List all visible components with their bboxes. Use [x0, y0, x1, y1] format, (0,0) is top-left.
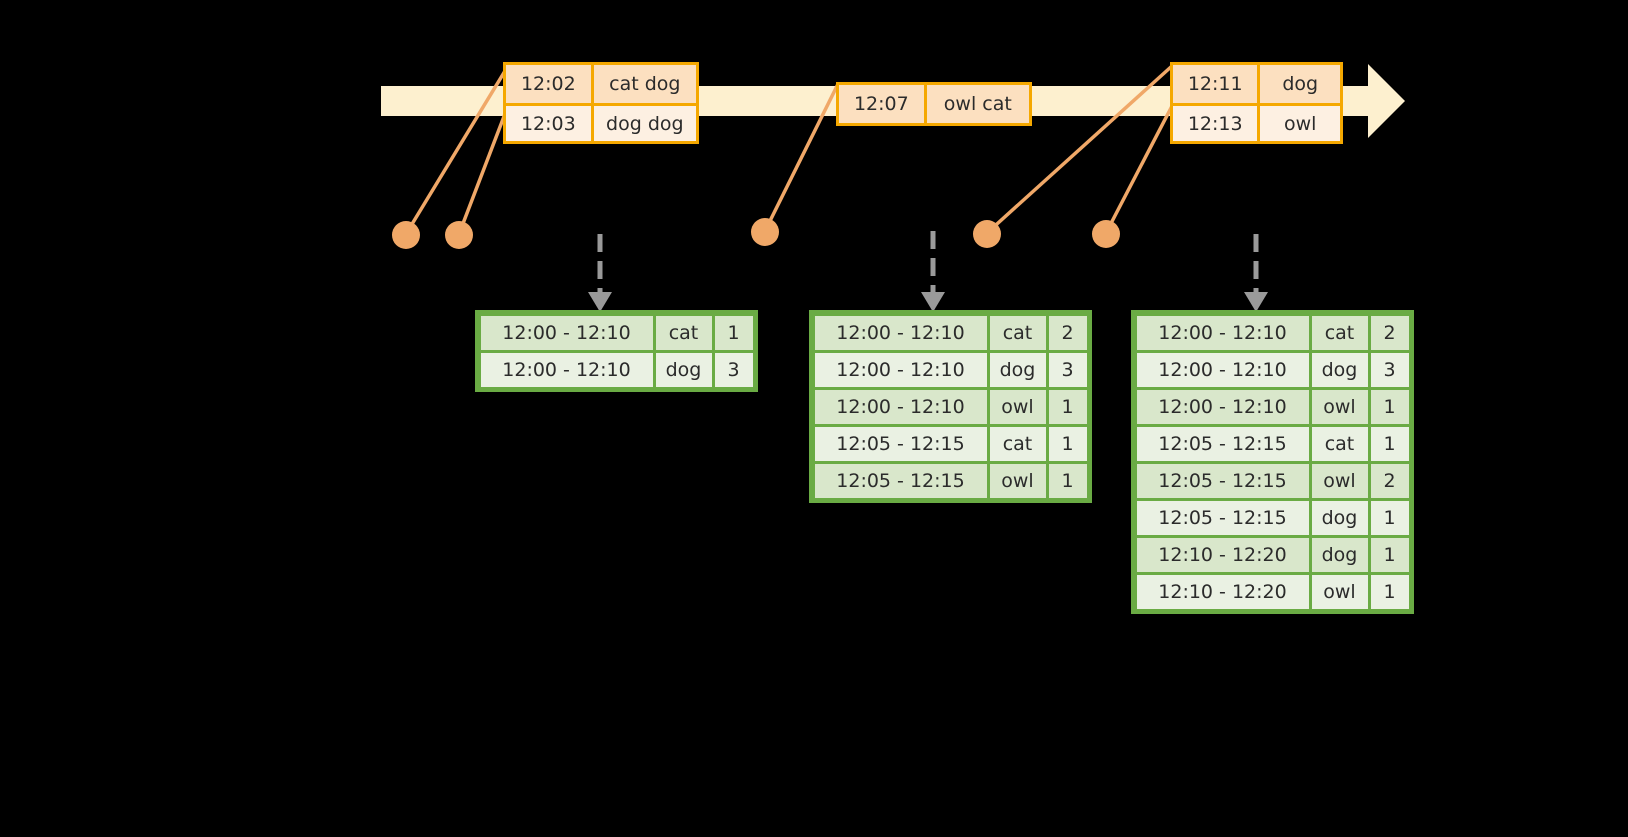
key-cell: owl	[1311, 389, 1368, 424]
event-dot-4	[973, 220, 1001, 248]
count-cell: 1	[714, 315, 753, 350]
event-time: 12:07	[839, 85, 924, 123]
dashed-arrow-head-3	[1244, 292, 1268, 312]
window-cell: 12:10 - 12:20	[1136, 537, 1309, 572]
event-dot-5	[1092, 220, 1120, 248]
event-value: dog dog	[590, 106, 696, 141]
key-cell: dog	[1311, 500, 1368, 535]
count-cell: 1	[1370, 500, 1409, 535]
event-value: cat dog	[590, 65, 696, 103]
count-cell: 3	[714, 352, 753, 387]
count-cell: 3	[1048, 352, 1087, 387]
window-cell: 12:00 - 12:10	[480, 315, 653, 350]
connector-line-1	[404, 65, 510, 235]
event-row[interactable]: 12:02 cat dog	[506, 65, 696, 103]
event-value: dog	[1257, 65, 1340, 103]
window-cell: 12:00 - 12:10	[814, 389, 987, 424]
event-row[interactable]: 12:11 dog	[1173, 65, 1340, 103]
connector-line-3	[763, 83, 840, 232]
window-cell: 12:00 - 12:10	[480, 352, 653, 387]
event-dot-1	[392, 221, 420, 249]
window-cell: 12:10 - 12:20	[1136, 574, 1309, 609]
window-cell: 12:05 - 12:15	[1136, 500, 1309, 535]
count-cell: 1	[1370, 389, 1409, 424]
event-time: 12:11	[1173, 65, 1258, 103]
count-cell: 1	[1048, 463, 1087, 498]
key-cell: cat	[1311, 315, 1368, 350]
key-cell: owl	[1311, 463, 1368, 498]
key-cell: dog	[1311, 537, 1368, 572]
key-cell: owl	[1311, 574, 1368, 609]
event-dot-3	[751, 218, 779, 246]
event-box-group-3[interactable]: 12:11 dog 12:13 owl	[1170, 62, 1343, 144]
count-cell: 2	[1370, 463, 1409, 498]
count-cell: 2	[1370, 315, 1409, 350]
dashed-arrow-head-2	[921, 292, 945, 312]
key-cell: cat	[655, 315, 712, 350]
event-row[interactable]: 12:07 owl cat	[839, 85, 1029, 123]
key-cell: dog	[1311, 352, 1368, 387]
key-cell: cat	[989, 315, 1046, 350]
event-time: 12:13	[1173, 106, 1258, 141]
event-row[interactable]: 12:13 owl	[1173, 103, 1340, 141]
count-cell: 1	[1370, 537, 1409, 572]
count-cell: 2	[1048, 315, 1087, 350]
key-cell: owl	[989, 463, 1046, 498]
key-cell: owl	[989, 389, 1046, 424]
connector-line-5	[1104, 105, 1174, 234]
event-time: 12:02	[506, 65, 591, 103]
timeline-arrowhead	[1368, 64, 1405, 138]
event-box-group-2[interactable]: 12:07 owl cat	[836, 82, 1032, 126]
dashed-arrow-head-1	[588, 292, 612, 312]
event-value: owl cat	[923, 85, 1029, 123]
window-cell: 12:00 - 12:10	[814, 352, 987, 387]
event-value: owl	[1257, 106, 1340, 141]
window-cell: 12:05 - 12:15	[814, 426, 987, 461]
event-time: 12:03	[506, 106, 591, 141]
count-cell: 3	[1370, 352, 1409, 387]
connector-line-2	[457, 105, 510, 235]
window-cell: 12:00 - 12:10	[1136, 352, 1309, 387]
key-cell: dog	[989, 352, 1046, 387]
count-cell: 1	[1048, 426, 1087, 461]
window-cell: 12:05 - 12:15	[1136, 463, 1309, 498]
count-cell: 1	[1048, 389, 1087, 424]
key-cell: cat	[1311, 426, 1368, 461]
event-dot-2	[445, 221, 473, 249]
event-row[interactable]: 12:03 dog dog	[506, 103, 696, 141]
window-cell: 12:00 - 12:10	[1136, 389, 1309, 424]
window-cell: 12:00 - 12:10	[814, 315, 987, 350]
key-cell: cat	[989, 426, 1046, 461]
event-box-group-1[interactable]: 12:02 cat dog 12:03 dog dog	[503, 62, 699, 144]
window-cell: 12:00 - 12:10	[1136, 315, 1309, 350]
count-cell: 1	[1370, 426, 1409, 461]
window-cell: 12:05 - 12:15	[814, 463, 987, 498]
key-cell: dog	[655, 352, 712, 387]
window-cell: 12:05 - 12:15	[1136, 426, 1309, 461]
count-cell: 1	[1370, 574, 1409, 609]
